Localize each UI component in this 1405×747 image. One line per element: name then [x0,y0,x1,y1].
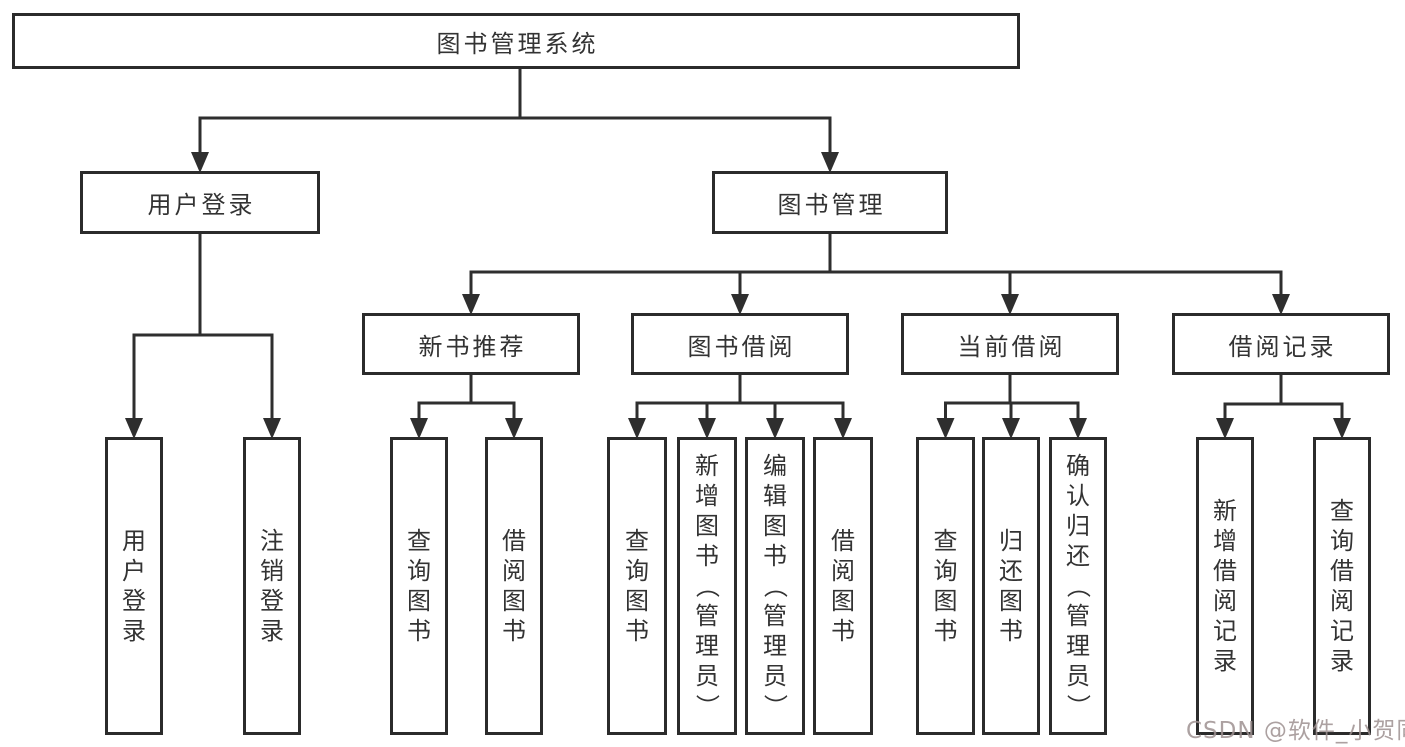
node-leaf-edit-book: 编辑图书（管理员） [745,437,805,735]
node-label: 借阅图书 [831,527,855,645]
node-label: 查询图书 [625,527,649,645]
node-label: 新增图书（管理员） [693,452,721,718]
node-label: 图书借阅 [687,332,796,361]
node-label: 图书管理 [777,191,886,219]
node-label: 归还图书 [999,527,1023,645]
node-leaf-query-book-2: 查询图书 [607,437,667,735]
node-label: 借阅图书 [502,527,526,645]
node-label: 编辑图书（管理员） [761,452,789,718]
node-leaf-return-book: 归还图书 [982,437,1040,735]
watermark-text: CSDN @软件_小贺同学 [1186,718,1405,744]
node-label: 借阅记录 [1228,332,1337,361]
node-label: 新增借阅记录 [1213,497,1237,675]
node-borrow-records: 借阅记录 [1172,313,1390,375]
node-label: 注销登录 [260,527,284,645]
node-leaf-query-book-3: 查询图书 [916,437,975,735]
node-label: 当前借阅 [957,332,1066,361]
node-leaf-borrow-book-1: 借阅图书 [485,437,543,735]
node-book-borrow: 图书借阅 [631,313,849,375]
node-new-book-rec: 新书推荐 [362,313,580,375]
node-label: 新书推荐 [418,332,527,361]
node-leaf-confirm-return: 确认归还（管理员） [1049,437,1107,735]
node-label: 确认归还（管理员） [1064,452,1092,718]
node-label: 查询借阅记录 [1330,497,1354,675]
node-label: 用户登录 [147,191,256,219]
node-label: 用户登录 [122,527,146,645]
node-label: 查询图书 [933,527,958,645]
node-user-login: 用户登录 [80,171,320,234]
node-leaf-borrow-book-2: 借阅图书 [813,437,873,735]
node-leaf-logout: 注销登录 [243,437,301,735]
node-leaf-query-borrow-record: 查询借阅记录 [1313,437,1371,735]
node-leaf-add-book: 新增图书（管理员） [677,437,737,735]
node-leaf-add-borrow-record: 新增借阅记录 [1196,437,1254,735]
node-label: 查询图书 [407,527,431,645]
node-leaf-query-book-1: 查询图书 [390,437,448,735]
node-label: 图书管理系统 [436,29,599,58]
node-root: 图书管理系统 [12,13,1020,69]
node-leaf-user-login: 用户登录 [105,437,163,735]
node-book-mgmt: 图书管理 [712,171,948,234]
node-current-borrow: 当前借阅 [901,313,1119,375]
